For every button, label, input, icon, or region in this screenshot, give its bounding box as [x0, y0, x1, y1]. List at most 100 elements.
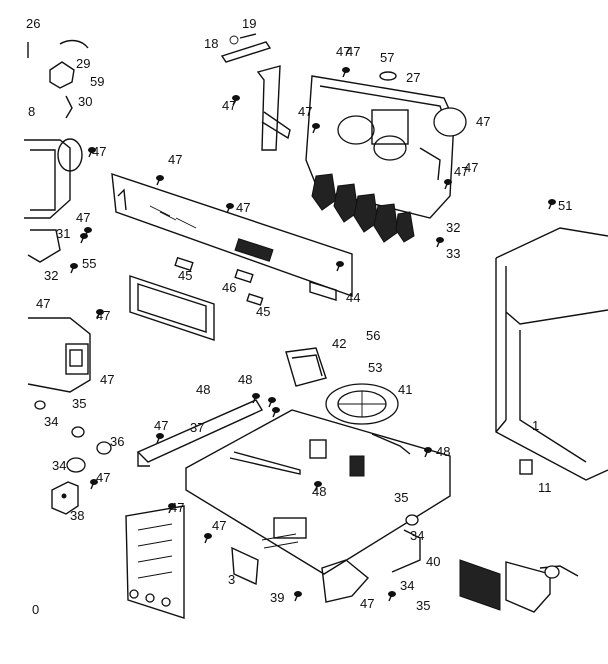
part-label-47: 47: [212, 518, 226, 533]
part-label-44: 44: [346, 290, 360, 305]
part-label-47: 47: [96, 470, 110, 485]
screw-group: [70, 67, 556, 602]
part-label-47: 47: [168, 152, 182, 167]
part-label-34: 34: [52, 458, 66, 473]
part-label-59: 59: [90, 74, 104, 89]
part-label-35: 35: [72, 396, 86, 411]
screw-icon: [444, 179, 452, 190]
screw-icon: [226, 203, 234, 214]
front-panel-board: [111, 172, 353, 301]
part-label-3: 3: [228, 572, 235, 587]
part-label-34: 34: [410, 528, 424, 543]
part-label-41: 41: [398, 382, 412, 397]
screw-icon: [156, 433, 164, 444]
part-label-55: 55: [82, 256, 96, 271]
cam-lever-40: [321, 514, 421, 603]
part-label-47: 47: [100, 372, 114, 387]
part-label-47: 47: [360, 596, 374, 611]
screw-icon: [168, 503, 176, 514]
bottom-right-block: [459, 559, 579, 613]
screw-icon: [424, 447, 432, 458]
part-label-29: 29: [76, 56, 90, 71]
left-motor-assembly: [24, 138, 83, 263]
part-label-51: 51: [558, 198, 572, 213]
screw-icon: [80, 233, 88, 244]
part-label-0: 0: [32, 602, 39, 617]
screw-icon: [342, 67, 350, 78]
part-label-35: 35: [416, 598, 430, 613]
part-label-32: 32: [44, 268, 58, 283]
part-label-32: 32: [446, 220, 460, 235]
screw-icon: [88, 147, 96, 158]
lever-assembly: [220, 33, 291, 151]
part-label-35: 35: [394, 490, 408, 505]
part-label-39: 39: [270, 590, 284, 605]
left-solenoid: [27, 317, 91, 393]
screw-icon: [436, 237, 444, 248]
part-label-56: 56: [366, 328, 380, 343]
spacers-45-46: [174, 256, 264, 306]
part-label-47: 47: [298, 104, 312, 119]
part-label-34: 34: [400, 578, 414, 593]
rear-panel-small: [125, 505, 185, 619]
screw-icon: [336, 261, 344, 272]
part-label-36: 36: [110, 434, 124, 449]
part-label-53: 53: [368, 360, 382, 375]
mechanism-chassis: [305, 71, 467, 219]
screw-icon: [312, 123, 320, 134]
part-label-48: 48: [436, 444, 450, 459]
pushbutton-row: [311, 173, 415, 243]
left-small-bracket-38: [51, 481, 79, 515]
part-label-34: 34: [44, 414, 58, 429]
screw-icon: [252, 393, 260, 404]
part-label-8: 8: [28, 104, 35, 119]
part-label-45: 45: [178, 268, 192, 283]
screw-icon: [204, 533, 212, 544]
part-label-33: 33: [446, 246, 460, 261]
part-label-47: 47: [336, 44, 350, 59]
part-label-47: 47: [76, 210, 90, 225]
left-bracket-top: [27, 39, 89, 119]
part-label-42: 42: [332, 336, 346, 351]
part-label-47: 47: [346, 44, 360, 59]
screw-icon: [232, 95, 240, 106]
part-label-48: 48: [196, 382, 210, 397]
part-label-47: 47: [236, 200, 250, 215]
part-label-47: 47: [454, 164, 468, 179]
screw-icon: [388, 591, 396, 602]
part-label-57: 57: [380, 50, 394, 65]
screw-icon: [70, 263, 78, 274]
display-window-44: [129, 275, 215, 341]
part-label-45: 45: [256, 304, 270, 319]
part-label-47: 47: [96, 308, 110, 323]
part-label-40: 40: [426, 554, 440, 569]
part-label-47: 47: [92, 144, 106, 159]
screw-icon: [294, 591, 302, 602]
part-label-37: 37: [190, 420, 204, 435]
screw-icon: [314, 481, 322, 492]
part-label-11: 11: [538, 480, 552, 495]
screw-icon: [548, 199, 556, 210]
main-chassis-plate: [185, 347, 451, 575]
part-label-1: 1: [532, 418, 539, 433]
part-label-30: 30: [78, 94, 92, 109]
part-label-38: 38: [70, 508, 84, 523]
part-label-19: 19: [242, 16, 256, 31]
part-label-31: 31: [56, 226, 70, 241]
lever-bracket-37: [136, 399, 264, 467]
connector-39: [231, 517, 307, 586]
screw-icon: [90, 479, 98, 490]
part-label-47: 47: [154, 418, 168, 433]
screw-icon: [96, 309, 104, 320]
screw-icon: [268, 397, 276, 408]
part-label-47: 47: [170, 500, 184, 515]
screw-icon: [272, 407, 280, 418]
part-label-26: 26: [26, 16, 40, 31]
screw-icon: [156, 175, 164, 186]
left-washers: [34, 400, 112, 473]
part-label-47: 47: [222, 98, 236, 113]
part-label-27: 27: [406, 70, 420, 85]
